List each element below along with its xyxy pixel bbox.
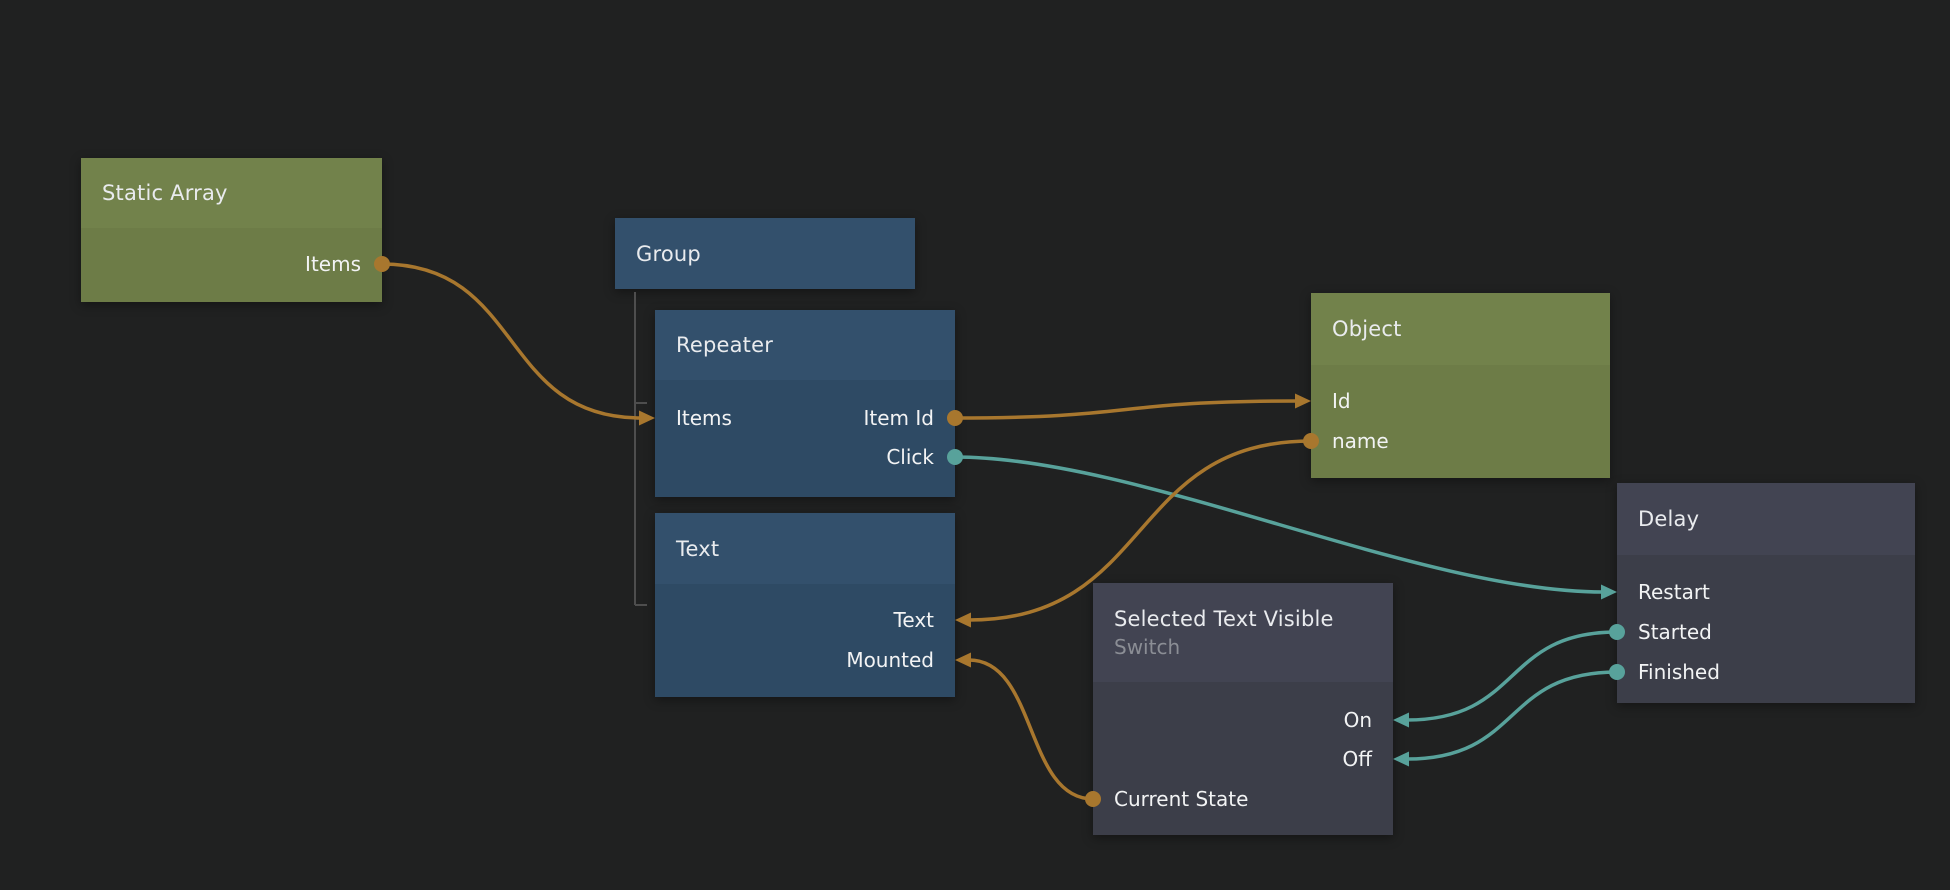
- port-repeater-items-label: Items: [676, 406, 732, 430]
- port-switch-current-state-label: Current State: [1114, 787, 1249, 811]
- node-delay-body: [1617, 555, 1915, 703]
- node-subtitle: Switch: [1114, 635, 1181, 659]
- node-title: Repeater: [676, 333, 774, 357]
- node-static-array-body: [81, 228, 382, 302]
- node-text-header[interactable]: Text: [655, 513, 955, 584]
- node-switch-body: [1093, 682, 1393, 835]
- node-title: Delay: [1638, 507, 1700, 531]
- node-repeater-header[interactable]: Repeater: [655, 310, 955, 380]
- node-group-header[interactable]: Group: [615, 218, 915, 289]
- port-switch-on-arrow[interactable]: [1393, 712, 1409, 728]
- port-switch-off-label: Off: [1342, 747, 1372, 771]
- node-title: Group: [636, 241, 701, 266]
- port-object-name-label: name: [1332, 429, 1389, 453]
- port-delay-started-label: Started: [1638, 620, 1712, 644]
- port-repeater-item-id-label: Item Id: [863, 406, 934, 430]
- port-delay-restart-arrow[interactable]: [1601, 584, 1617, 600]
- port-delay-restart-label: Restart: [1638, 580, 1710, 604]
- port-static-array-items-label: Items: [305, 252, 361, 276]
- node-title: Object: [1332, 317, 1402, 341]
- port-repeater-click-label: Click: [886, 445, 934, 469]
- node-static-array-header[interactable]: Static Array: [81, 158, 382, 228]
- port-switch-off-arrow[interactable]: [1393, 751, 1409, 767]
- node-text-body: [655, 584, 955, 697]
- connection-repeater-item-id-to-object-id[interactable]: [953, 399, 1299, 420]
- node-title: Static Array: [102, 181, 228, 205]
- port-text-text-arrow[interactable]: [955, 612, 971, 628]
- port-object-id-arrow[interactable]: [1295, 393, 1311, 409]
- node-title: Text: [676, 536, 720, 561]
- node-object-header[interactable]: Object: [1311, 293, 1610, 365]
- node-group[interactable]: Group: [615, 218, 915, 289]
- connection-switch-current-state-to-text-mounted[interactable]: [967, 658, 1095, 801]
- port-text-mounted-label: Mounted: [846, 648, 934, 672]
- node-delay-header[interactable]: Delay: [1617, 483, 1915, 555]
- node-title: Selected Text Visible: [1114, 607, 1334, 631]
- connection-static-array-items-to-repeater-items[interactable]: [380, 262, 643, 420]
- port-text-text-label: Text: [893, 608, 934, 632]
- port-object-id-label: Id: [1332, 389, 1351, 413]
- port-delay-finished-label: Finished: [1638, 660, 1720, 684]
- connection-delay-finished-to-switch-off[interactable]: [1405, 670, 1619, 761]
- node-object-body: [1311, 365, 1610, 478]
- node-repeater-body: [655, 380, 955, 497]
- connection-delay-started-to-switch-on[interactable]: [1405, 630, 1619, 722]
- port-repeater-items-arrow[interactable]: [639, 410, 655, 426]
- port-switch-on-label: On: [1343, 708, 1372, 732]
- port-text-mounted-arrow[interactable]: [955, 652, 971, 668]
